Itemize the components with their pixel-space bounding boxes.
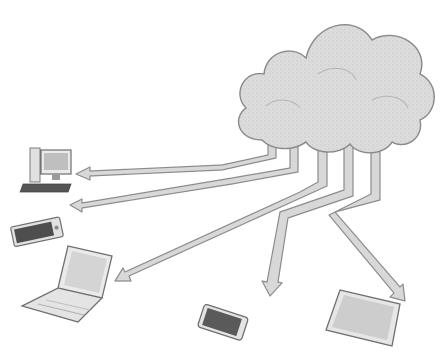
laptop-icon xyxy=(22,246,112,322)
desktop-computer-icon xyxy=(20,148,71,192)
smartphone-icon xyxy=(197,304,248,341)
connector-arrows xyxy=(70,123,405,301)
mobile-phone-icon xyxy=(10,217,63,247)
tablet-icon xyxy=(326,290,400,346)
arrow-to-tablet xyxy=(329,140,405,301)
cloud-icon xyxy=(239,25,435,153)
